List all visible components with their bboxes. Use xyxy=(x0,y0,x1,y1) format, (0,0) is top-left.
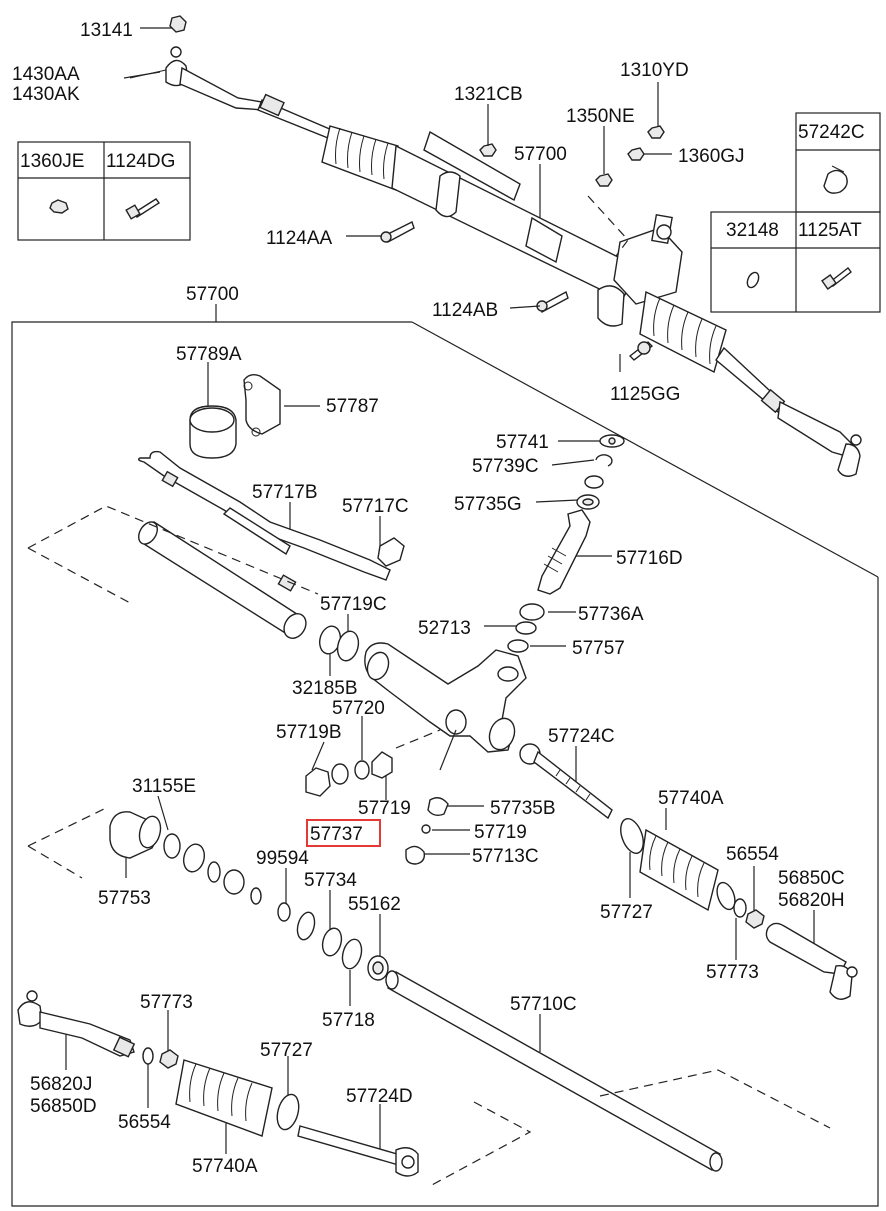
label-57720: 57720 xyxy=(332,698,385,719)
label-56554-left: 56554 xyxy=(118,1112,171,1133)
label-1360JE: 1360JE xyxy=(20,151,84,172)
label-57713C: 57713C xyxy=(472,846,539,867)
label-57787: 57787 xyxy=(326,396,379,417)
label-32148: 32148 xyxy=(726,220,779,241)
label-57719-b: 57719 xyxy=(474,822,527,843)
label-1360GJ: 1360GJ xyxy=(678,146,745,167)
label-57718: 57718 xyxy=(322,1010,375,1031)
label-32185B: 32185B xyxy=(292,678,358,699)
label-1321CB: 1321CB xyxy=(454,84,523,105)
assembled-rack-top xyxy=(129,15,862,477)
label-13141: 13141 xyxy=(80,20,133,41)
label-57710C: 57710C xyxy=(510,994,577,1015)
exploded-parts xyxy=(17,373,858,1187)
highlight-box-57737 xyxy=(306,819,381,847)
label-56850D: 56850D xyxy=(30,1096,97,1117)
label-57719B: 57719B xyxy=(276,722,342,743)
label-55162: 55162 xyxy=(348,894,401,915)
label-57739C: 57739C xyxy=(472,456,539,477)
label-1125GG: 1125GG xyxy=(610,384,680,405)
label-1310YD: 1310YD xyxy=(620,60,689,81)
label-57735G: 57735G xyxy=(454,494,522,515)
label-57734: 57734 xyxy=(304,870,357,891)
label-57727-right: 57727 xyxy=(600,902,653,923)
label-57717B: 57717B xyxy=(252,482,318,503)
label-57727-left: 57727 xyxy=(260,1040,313,1061)
label-1124AB: 1124AB xyxy=(432,300,498,321)
inset-box-57242C-32148-1125AT xyxy=(710,112,881,313)
label-57735B: 57735B xyxy=(490,798,556,819)
label-1124DG: 1124DG xyxy=(106,151,175,172)
label-57716D: 57716D xyxy=(616,548,683,569)
label-1430AK: 1430AK xyxy=(12,84,80,105)
label-31155E: 31155E xyxy=(132,776,196,797)
label-57773-right: 57773 xyxy=(706,962,759,983)
label-57789A: 57789A xyxy=(176,344,242,365)
label-56820J: 56820J xyxy=(30,1074,92,1095)
label-57741: 57741 xyxy=(496,432,549,453)
label-57724C: 57724C xyxy=(548,726,615,747)
inset-box-1360JE-1124DG xyxy=(17,141,191,241)
label-1430AA: 1430AA xyxy=(12,64,80,85)
assembly-frame xyxy=(11,321,879,1207)
label-57753: 57753 xyxy=(98,888,151,909)
label-57719C: 57719C xyxy=(320,594,387,615)
label-1350NE: 1350NE xyxy=(566,106,635,127)
label-56850C: 56850C xyxy=(778,868,845,889)
label-99594: 99594 xyxy=(256,848,309,869)
label-57242C: 57242C xyxy=(798,122,865,143)
label-57724D: 57724D xyxy=(346,1086,413,1107)
label-57700-box: 57700 xyxy=(186,284,239,305)
label-1125AT: 1125AT xyxy=(798,220,862,241)
part-labels: 13141 1430AA 1430AK 1321CB 1310YD 1350NE… xyxy=(12,20,865,1177)
label-57740A-right: 57740A xyxy=(658,788,724,809)
label-57757: 57757 xyxy=(572,638,625,659)
label-1124AA: 1124AA xyxy=(266,228,333,249)
label-57737: 57737 xyxy=(310,824,363,845)
label-57719-a: 57719 xyxy=(358,798,411,819)
label-52713: 52713 xyxy=(418,618,471,639)
label-57717C: 57717C xyxy=(342,496,409,517)
label-57773-left: 57773 xyxy=(140,992,193,1013)
label-56820H: 56820H xyxy=(778,890,845,911)
label-57736A: 57736A xyxy=(578,604,644,625)
label-57740A-left: 57740A xyxy=(192,1156,258,1177)
label-57700-top: 57700 xyxy=(514,144,567,165)
label-56554-right: 56554 xyxy=(726,844,779,865)
